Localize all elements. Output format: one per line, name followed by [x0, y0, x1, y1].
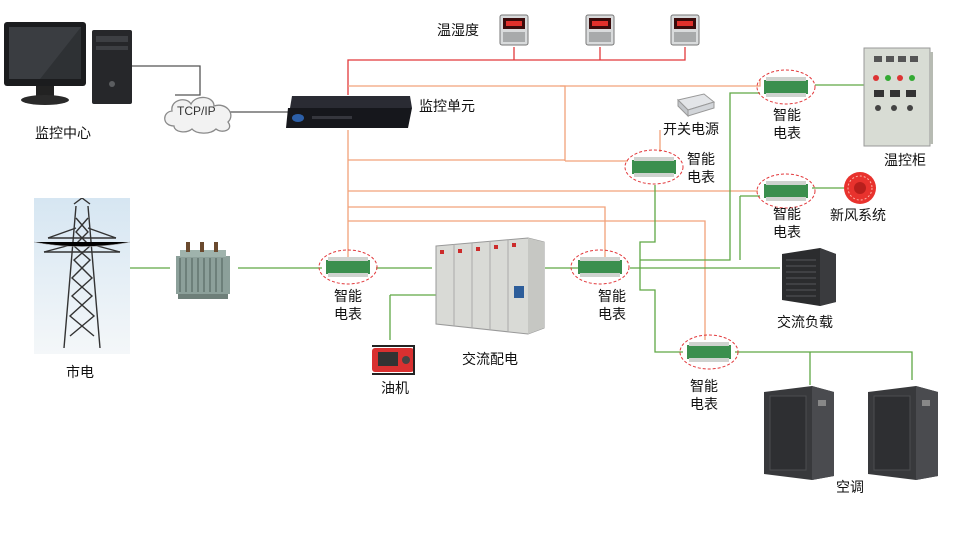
smart-meter-icon: [756, 69, 816, 105]
rs485-bus-lines: [347, 80, 761, 340]
tcp-ip-label: TCP/IP: [177, 104, 216, 118]
fan-icon: [844, 172, 876, 204]
control-cabinet-icon: [863, 47, 933, 147]
smart-meter-label: 智能电表: [687, 152, 715, 186]
smart-meter-label: 智能电表: [598, 289, 626, 323]
ac-load-unit-icon: [782, 248, 836, 306]
monitor-unit-label: 监控单元: [419, 99, 475, 115]
switch-power-label: 开关电源: [663, 122, 719, 138]
network-line: [110, 65, 290, 113]
temp-humidity-sensor-icon: [499, 14, 529, 46]
city-power-label: 市电: [66, 365, 94, 381]
desktop-computer-icon: [4, 22, 132, 105]
sensor-bus-line: [347, 47, 686, 95]
temp-cabinet-label: 温控柜: [884, 153, 926, 169]
generator-label: 油机: [381, 381, 409, 397]
power-lines: [108, 84, 913, 385]
smart-meter-icon: [624, 149, 684, 185]
ac-distribution-label: 交流配电: [462, 352, 518, 368]
smart-meter-label: 智能电表: [334, 289, 362, 323]
air-conditioner-label: 空调: [836, 480, 864, 496]
smart-meter-icon: [318, 249, 378, 285]
transformer-icon: [176, 242, 230, 299]
air-conditioner-icon: [868, 386, 938, 480]
smart-meter-label: 智能电表: [773, 108, 801, 142]
temp-humidity-sensor-icon: [670, 14, 700, 46]
smart-meter-icon: [679, 334, 739, 370]
smart-meter-icon: [570, 249, 630, 285]
switch-power-supply-icon: [677, 93, 716, 118]
temp-humidity-label: 温湿度: [437, 23, 479, 39]
rack-device-icon: [286, 96, 412, 128]
air-conditioner-icon: [764, 386, 834, 480]
smart-meter-label: 智能电表: [773, 207, 801, 241]
cloud-icon: [164, 96, 232, 134]
smart-meter-label: 智能电表: [690, 379, 718, 413]
fresh-air-label: 新风系统: [830, 208, 886, 224]
power-tower-icon: [34, 198, 130, 354]
generator-icon: [372, 345, 415, 375]
distribution-cabinet-icon: [435, 237, 545, 335]
monitor-center-label: 监控中心: [35, 126, 91, 142]
ac-load-label: 交流负载: [777, 315, 833, 331]
smart-meter-icon: [756, 173, 816, 209]
temp-humidity-sensor-icon: [585, 14, 615, 46]
